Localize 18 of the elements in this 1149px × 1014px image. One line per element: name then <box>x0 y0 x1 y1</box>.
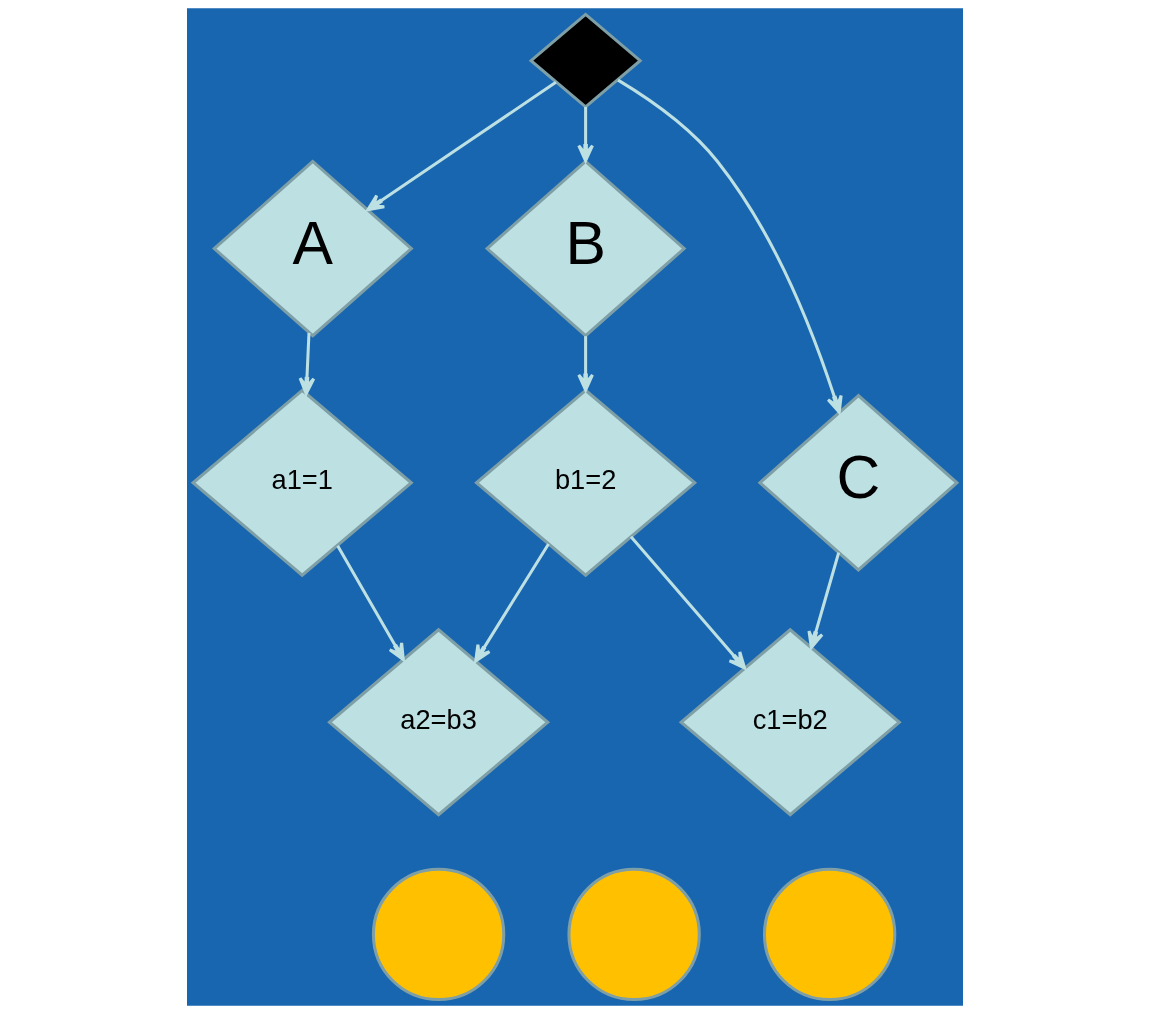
arrow <box>298 332 315 396</box>
node-diamond <box>528 12 642 109</box>
arrow <box>806 552 840 650</box>
node-diamond: b1=2 <box>473 388 697 578</box>
arrow <box>576 336 594 392</box>
arrow <box>335 545 405 661</box>
arrow <box>473 543 550 663</box>
node-circle <box>371 867 505 1002</box>
node-diamond: a2=b3 <box>326 627 550 817</box>
arrow <box>629 535 746 670</box>
node-circle <box>762 867 896 1002</box>
node-circle <box>566 867 701 1002</box>
node-diamond: B <box>484 159 686 338</box>
arrow <box>576 106 594 163</box>
arrow <box>365 81 557 212</box>
node-diamond: A <box>211 159 414 338</box>
arrow <box>616 78 843 414</box>
node-diamond: a1=1 <box>190 388 414 578</box>
